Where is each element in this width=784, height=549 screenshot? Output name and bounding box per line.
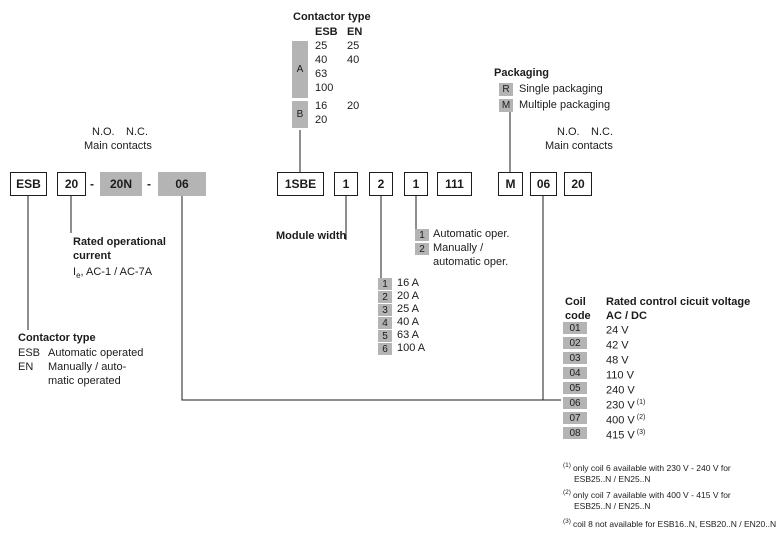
table-cell: 63 (315, 68, 328, 80)
legend-key-en: EN (18, 361, 34, 373)
coil-code-key: 02 (563, 337, 587, 349)
footnote-1-line2: ESB25..N / EN25..N (574, 474, 651, 484)
type-code-module-width: 1 (334, 172, 358, 196)
amperage-value: 63 A (397, 329, 420, 341)
rated-current-line1: Rated operational (73, 236, 166, 248)
col-header-esb: ESB (315, 26, 338, 38)
coil-head-voltage: Rated control cicuit voltage (606, 296, 751, 308)
legend-label-en-2: matic operated (48, 375, 121, 387)
footnote-3-line1: (3)coil 8 not available for ESB16..N, ES… (563, 518, 777, 529)
amperage-key: 5 (378, 330, 392, 342)
footnote-2-line1: (2)only coil 7 available with 400 V - 41… (563, 489, 731, 500)
amperage-key: 6 (378, 343, 392, 355)
table-cell: 40 (315, 54, 328, 66)
amperage-key: 4 (378, 317, 392, 329)
coil-head-code: code (565, 310, 591, 322)
footnote-2-line2: ESB25..N / EN25..N (574, 501, 651, 511)
right-main-contacts-label: Main contacts (545, 140, 613, 152)
coil-head-acdc: AC / DC (606, 310, 647, 322)
coil-voltage: 415 V(3) (606, 429, 646, 442)
amperage-value: 16 A (397, 277, 420, 289)
table-cell: 25 (347, 40, 360, 52)
table-cell: 20 (347, 100, 360, 112)
packaging-title: Packaging (494, 67, 550, 79)
type-code-operation: 1 (404, 172, 428, 196)
order-code-dash2: - (147, 176, 151, 191)
coil-voltage: 24 V (606, 324, 629, 337)
right-nc-label: N.C. (591, 126, 613, 138)
packaging-label-multiple: Multiple packaging (519, 99, 611, 111)
col-header-en: EN (347, 26, 363, 38)
right-no-label: N.O. (557, 126, 580, 138)
module-width-label: Module width (276, 230, 347, 242)
rated-current-spec: Ie, AC-1 / AC-7A (73, 266, 153, 281)
coil-voltage: 230 V(1) (606, 399, 646, 412)
legend-label-en-1: Manually / auto- (48, 361, 127, 373)
coil-voltage: 48 V (606, 354, 629, 367)
order-code-current: 20 (57, 172, 86, 196)
table-cell: 100 (315, 82, 334, 94)
legend-label-esb: Automatic operated (48, 347, 144, 359)
rated-current-line2: current (73, 250, 111, 262)
amperage-value: 25 A (397, 303, 420, 315)
type-code-contacts: 20 (564, 172, 592, 196)
contactor-type-legend-title: Contactor type (18, 332, 96, 344)
operation-key-2: 2 (415, 243, 429, 255)
type-code-packaging: M (498, 172, 523, 196)
packaging-label-single: Single packaging (519, 83, 603, 95)
table-cell: 16 (315, 100, 328, 112)
left-nc-label: N.C. (126, 126, 148, 138)
coil-code-key: 01 (563, 322, 587, 334)
coil-voltage: 240 V (606, 384, 635, 397)
coil-voltage: 42 V (606, 339, 629, 352)
amperage-key: 2 (378, 291, 392, 303)
coil-code-key: 07 (563, 412, 587, 424)
amperage-key: 1 (378, 278, 392, 290)
contactor-type-table-title: Contactor type (293, 11, 371, 23)
coil-head-coil: Coil (565, 296, 586, 308)
left-main-contacts-label: Main contacts (84, 140, 152, 152)
packaging-key-m: M (499, 99, 513, 112)
table-cell: 20 (315, 114, 328, 126)
order-code-dash1: - (90, 176, 94, 191)
coil-code-key: 05 (563, 382, 587, 394)
coil-voltage: 400 V(2) (606, 414, 646, 427)
order-code-type: ESB (10, 172, 47, 196)
frame-group-b-key: B (292, 101, 308, 128)
order-code-coil: 06 (158, 172, 206, 196)
type-code-coil: 06 (530, 172, 557, 196)
operation-label-1: Automatic oper. (433, 228, 510, 240)
legend-key-esb: ESB (18, 347, 41, 359)
operation-label-2b: automatic oper. (433, 256, 509, 268)
frame-group-a-key: A (292, 41, 308, 98)
footnote-1-line1: (1)only coil 6 available with 230 V - 24… (563, 462, 731, 473)
table-cell: 40 (347, 54, 360, 66)
order-code-contacts: 20N (100, 172, 142, 196)
packaging-key-r: R (499, 83, 513, 96)
type-code-current: 2 (369, 172, 393, 196)
coil-code-key: 03 (563, 352, 587, 364)
coil-voltage: 110 V (606, 369, 634, 382)
operation-label-2a: Manually / (433, 242, 484, 254)
coil-code-key: 06 (563, 397, 587, 409)
type-code-series: 111 (437, 172, 472, 196)
amperage-value: 40 A (397, 316, 420, 328)
amperage-value: 20 A (397, 290, 420, 302)
operation-key-1: 1 (415, 229, 429, 241)
table-cell: 25 (315, 40, 328, 52)
coil-code-key: 08 (563, 427, 587, 439)
connector-line-coil-left (181, 196, 561, 401)
type-code-prefix: 1SBE (277, 172, 324, 196)
amperage-key: 3 (378, 304, 392, 316)
coil-code-key: 04 (563, 367, 587, 379)
amperage-value: 100 A (397, 342, 426, 354)
left-no-label: N.O. (92, 126, 115, 138)
